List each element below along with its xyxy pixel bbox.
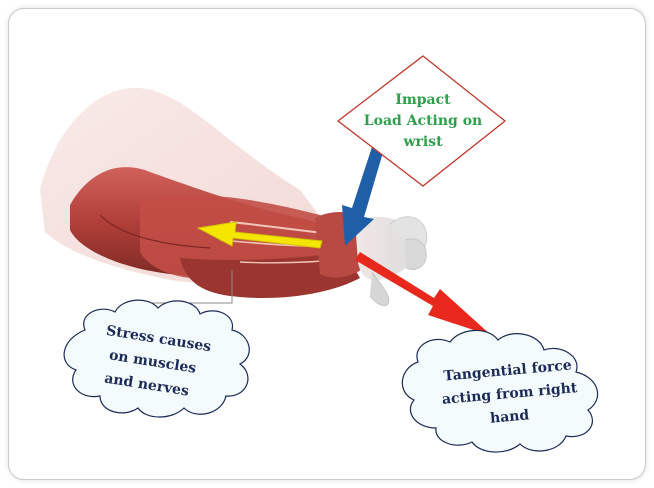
impact-label-line-1: Impact (395, 92, 451, 108)
impact-label-line-2: Load Acting on (364, 113, 482, 129)
tangential-label-line-3: hand (489, 407, 530, 426)
impact-label-line-3: wrist (402, 134, 443, 150)
